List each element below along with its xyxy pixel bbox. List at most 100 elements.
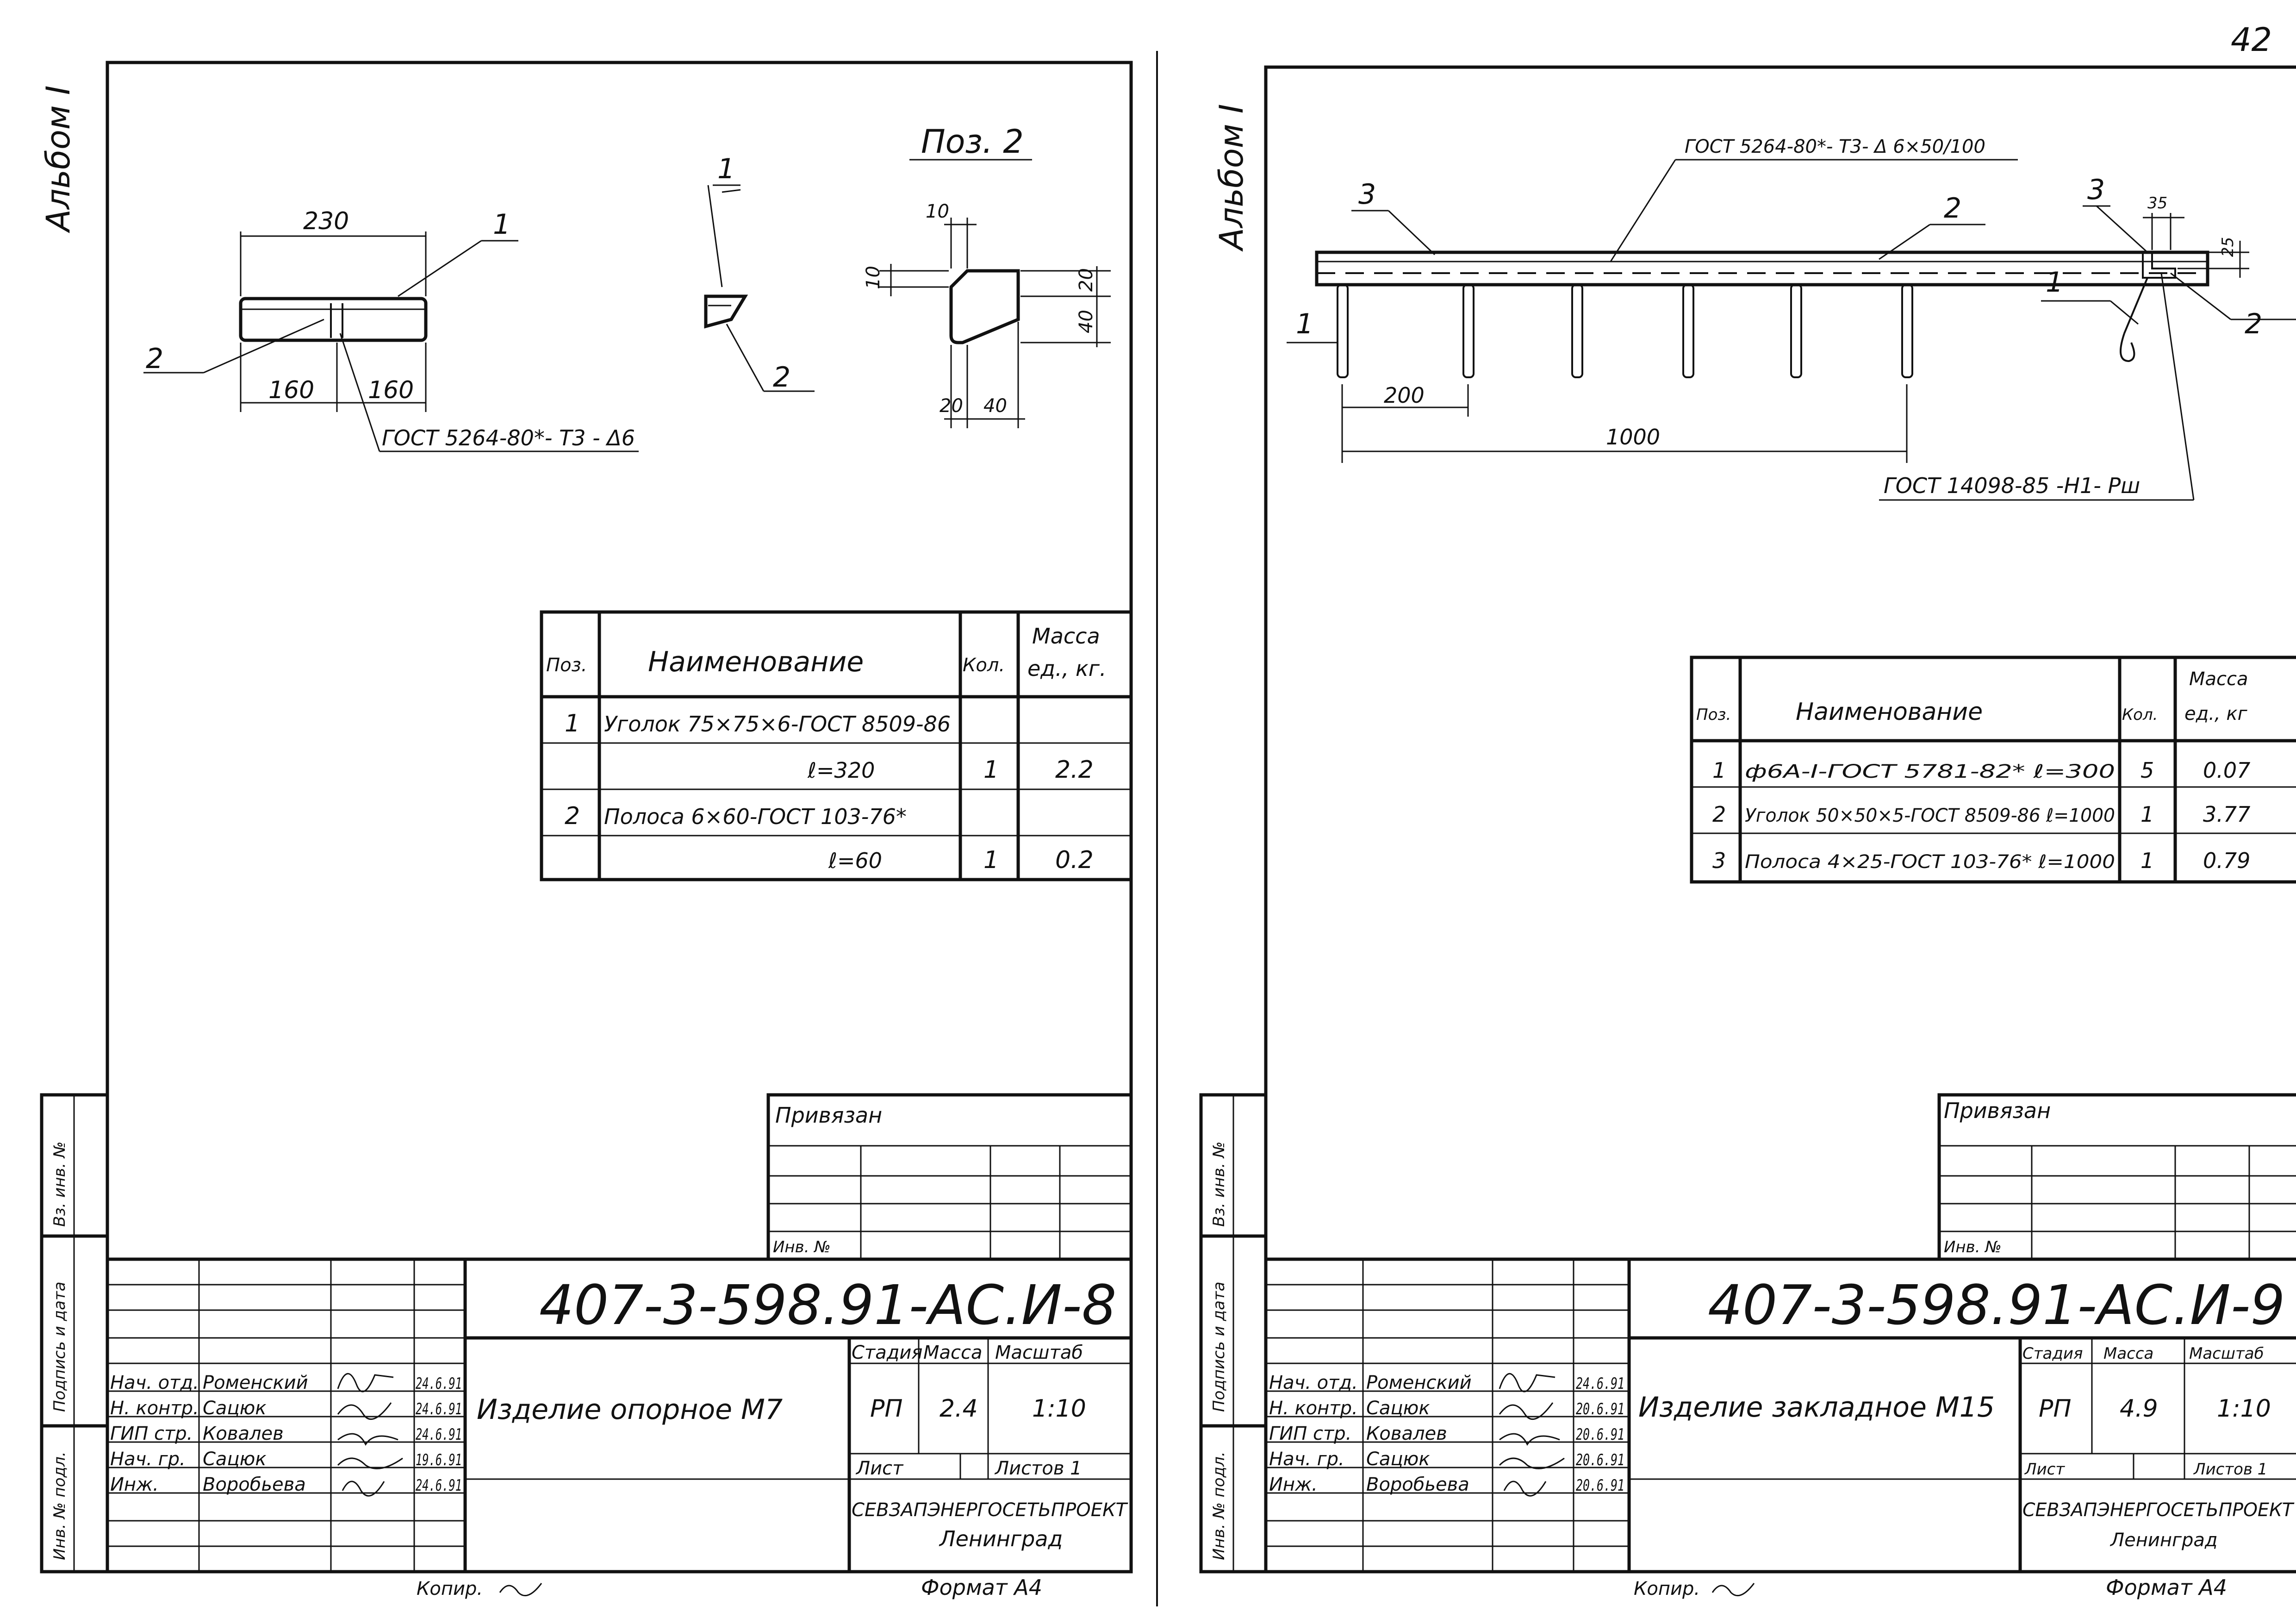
right-side-c: Вз. инв. №	[1210, 1142, 1228, 1227]
right-spec-table: Поз. Наименование Кол. Масса ед., кг 1 ф…	[1690, 656, 2296, 884]
dim-160-a: 160	[268, 376, 314, 404]
left-role-2: Н. контр.	[110, 1398, 199, 1419]
page-number: 42	[2231, 21, 2272, 59]
left-inv-no: Инв. №	[773, 1238, 831, 1256]
right-section-view: 35 25 3 1 2 ГОСТ 14098-85 -Н1- Рш	[1879, 174, 2296, 501]
dim-20-bottom: 20	[940, 395, 963, 417]
left-date-3: 24.6.91	[416, 1425, 462, 1444]
right-sheet-h: Лист	[2024, 1460, 2065, 1479]
left-mass-h: Масса	[923, 1342, 983, 1363]
pos2-title: Поз. 2	[921, 123, 1024, 161]
spec-h-qty: Кол.	[963, 655, 1005, 676]
r-spec-r3-name: Полоса 4×25-ГОСТ 103-76* ℓ=1000	[1745, 851, 2115, 873]
left-item-name: Изделие опорное М7	[477, 1393, 783, 1426]
spec-r3-pos: 2	[565, 802, 580, 830]
left-role-3: ГИП стр.	[110, 1423, 193, 1444]
spec-r3-name: Полоса 6×60-ГОСТ 103-76*	[604, 804, 907, 829]
left-role-4: Нач. гр.	[110, 1449, 186, 1470]
left-spec-table: Поз. Наименование Кол. Масса ед., кг. 1 …	[540, 610, 1133, 881]
right-inv-no: Инв. №	[1944, 1238, 2002, 1256]
r-spec-h-mass-a: Масса	[2189, 668, 2248, 690]
right-sheet: Альбом I 200 1000	[1199, 65, 2296, 1600]
callout-2-left: 2	[146, 343, 163, 375]
right-mass-h: Масса	[2103, 1344, 2153, 1363]
left-date-5: 24.6.91	[416, 1476, 462, 1495]
spec-r4-mass: 0.2	[1055, 846, 1094, 874]
left-scale: 1:10	[1032, 1395, 1086, 1423]
left-name-4: Сацюк	[203, 1449, 267, 1470]
right-side-stamps: Инв. № подл. Подпись и дата Вз. инв. №	[1199, 1093, 1268, 1574]
left-side-c: Вз. инв. №	[50, 1142, 69, 1227]
left-city: Ленинград	[939, 1526, 1063, 1551]
right-role-2: Н. контр.	[1269, 1398, 1358, 1419]
right-privyazan-box: Привязан Инв. №	[1937, 1093, 2296, 1261]
left-date-2: 24.6.91	[416, 1400, 462, 1418]
right-name-3: Ковалев	[1366, 1423, 1447, 1444]
studs	[1337, 284, 1913, 378]
right-date-5: 20.6.91	[1576, 1476, 1624, 1495]
r-spec-r1-qty: 5	[2140, 758, 2154, 783]
right-name-2: Сацюк	[1366, 1398, 1430, 1419]
callout-2-angle: 2	[773, 361, 790, 394]
spec-r2-qty: 1	[983, 756, 999, 784]
right-name-5: Воробьева	[1366, 1474, 1469, 1495]
callout-1-left: 1	[493, 208, 510, 241]
right-role-4: Нач. гр.	[1269, 1449, 1344, 1470]
right-item-view: 200 1000 3 2 1 ГОСТ 5264-80*- Т3- Δ 6×50…	[1287, 136, 2209, 463]
left-role-5: Инж.	[110, 1474, 159, 1495]
r-spec-h-qty: Кол.	[2122, 706, 2158, 724]
left-album-label: Альбом I	[39, 85, 77, 233]
right-title-block: 407-3-598.91-АС.И-9 Нач. отд. Роменский …	[1264, 1257, 2296, 1574]
r-spec-r2-mass: 3.77	[2203, 802, 2250, 827]
right-role-3: ГИП стр.	[1269, 1423, 1351, 1444]
spec-r1-pos: 1	[565, 710, 580, 737]
callout-2-section: 2	[2245, 308, 2262, 340]
right-side-a: Инв. № подл.	[1210, 1451, 1228, 1560]
r-spec-h-name: Наименование	[1796, 698, 1983, 726]
spec-h-mass-b: ед., кг.	[1027, 656, 1107, 681]
callout-1-right: 1	[1296, 308, 1313, 340]
weld-note-top: ГОСТ 5264-80*- Т3- Δ 6×50/100	[1685, 136, 1985, 157]
dim-10-left: 10	[863, 266, 884, 289]
right-copy-signature	[1711, 1583, 1755, 1597]
spec-h-pos: Поз.	[546, 655, 587, 676]
weld-note-bottom: ГОСТ 14098-85 -Н1- Рш	[1884, 473, 2140, 498]
r-spec-r3-qty: 1	[2140, 848, 2154, 873]
r-spec-r1-pos: 1	[1712, 758, 1726, 783]
pos2-detail: Поз. 2 10 10 20 40 20 40	[863, 123, 1111, 428]
right-date-2: 20.6.91	[1576, 1400, 1624, 1418]
left-sheets-h: Листов 1	[994, 1458, 1082, 1479]
left-side-a: Инв. № подл.	[50, 1451, 69, 1560]
right-mass: 4.9	[2120, 1395, 2158, 1423]
left-stage: РП	[870, 1395, 902, 1423]
left-name-1: Роменский	[203, 1372, 308, 1393]
spec-r1-name: Уголок 75×75×6-ГОСТ 8509-86	[604, 712, 951, 737]
left-footer-copy: Копир.	[417, 1578, 483, 1599]
left-name-2: Сацюк	[203, 1398, 267, 1419]
spec-r4-name: ℓ=60	[828, 848, 882, 873]
left-date-4: 19.6.91	[416, 1451, 462, 1469]
dim-40-right: 40	[1076, 310, 1097, 333]
right-date-1: 24.6.91	[1576, 1374, 1624, 1393]
left-date-1: 24.6.91	[416, 1374, 462, 1393]
right-role-1: Нач. отд.	[1269, 1372, 1358, 1393]
left-org: СЕВЗАПЭНЕРГОСЕТЬПРОЕКТ	[852, 1499, 1129, 1521]
left-angle-view: 1 2	[704, 153, 815, 394]
right-sheets-h: Листов 1	[2193, 1460, 2267, 1479]
spec-r4-qty: 1	[983, 846, 999, 874]
dim-10-top: 10	[926, 201, 949, 222]
left-title-block: 407-3-598.91-АС.И-8 Нач. отд. Роменский …	[106, 1257, 1133, 1574]
right-stage: РП	[2039, 1395, 2071, 1423]
left-stage-h: Стадия	[852, 1342, 922, 1363]
right-item-name: Изделие закладное М15	[1638, 1391, 1995, 1424]
right-album-label: Альбом I	[1213, 104, 1251, 252]
left-signatures	[337, 1373, 403, 1497]
left-scale-h: Масштаб	[995, 1342, 1083, 1363]
right-date-4: 20.6.91	[1576, 1451, 1624, 1469]
right-name-1: Роменский	[1366, 1372, 1472, 1393]
r-spec-h-mass-b: ед., кг	[2184, 703, 2248, 725]
right-signatures	[1499, 1373, 1565, 1497]
callout-3-right: 3	[1358, 178, 1376, 211]
left-footer-format: Формат А4	[921, 1575, 1042, 1600]
